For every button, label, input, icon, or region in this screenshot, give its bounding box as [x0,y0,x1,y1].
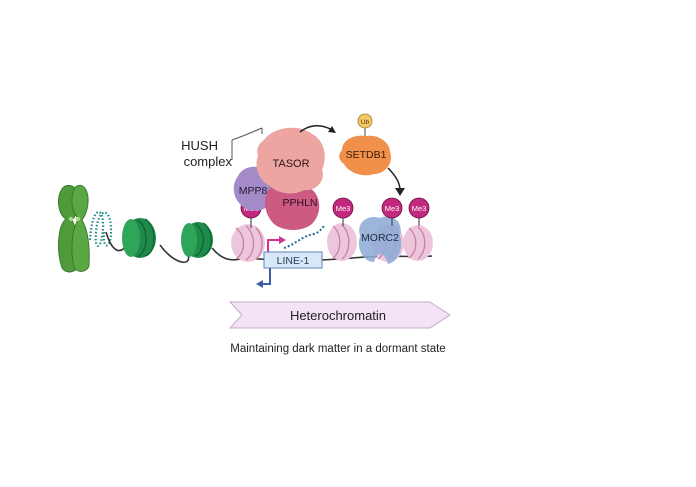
recruitment-arrow [299,125,333,133]
line1-label: LINE-1 [277,255,310,267]
tss-arrow [267,239,280,256]
nucleosome-green-2 [181,222,213,258]
mpp8-label: MPP8 [239,185,268,197]
methylation-arrow [387,167,401,191]
setdb1-protein: Ub SETDB1 [339,113,392,176]
hush-complex-label-line2: complex [184,154,233,169]
transcript-rna [283,225,325,249]
morc2-label: MORC2 [361,232,399,244]
arrowhead [279,236,286,244]
chromatin-fiber-coil [88,210,113,247]
antisense-arrow [262,268,271,285]
arrowhead [328,126,336,133]
hush-complex-bracket [231,127,263,160]
arrowhead [395,188,405,196]
heterochromatin-label: Heterochromatin [290,308,386,323]
hush-complex-label-line1: HUSH [181,138,218,153]
nucleosome-pink-4 [403,225,433,261]
nucleosome-pink-1 [231,224,265,262]
tasor-label: TASOR [272,158,309,170]
nucleosome-green-1 [122,218,156,258]
me3-label: Me3 [385,204,400,213]
setdb1-label: SETDB1 [346,149,387,161]
chromosome [58,184,90,273]
nucleosome-pink-2 [327,223,357,261]
ub-label: Ub [361,119,370,126]
arrowhead [256,280,263,288]
ubiquitin-mark [357,113,373,129]
line1-element: LINE-1 [263,251,323,269]
pphln-label: PPHLN [282,197,317,209]
me3-label: Me3 [412,204,427,213]
heterochromatin-band: Heterochromatin [228,301,451,329]
morc2-protein: MORC2 [358,216,402,264]
me3-label: Me3 [336,204,351,213]
pphln-protein: PPHLN [265,182,320,230]
me3-mark-4: Me3 [408,197,430,226]
me3-mark-2: Me3 [332,197,354,226]
tasor-protein: TASOR [256,127,325,194]
caption: Maintaining dark matter in a dormant sta… [230,343,445,355]
me3-mark-3: Me3 [381,197,403,226]
